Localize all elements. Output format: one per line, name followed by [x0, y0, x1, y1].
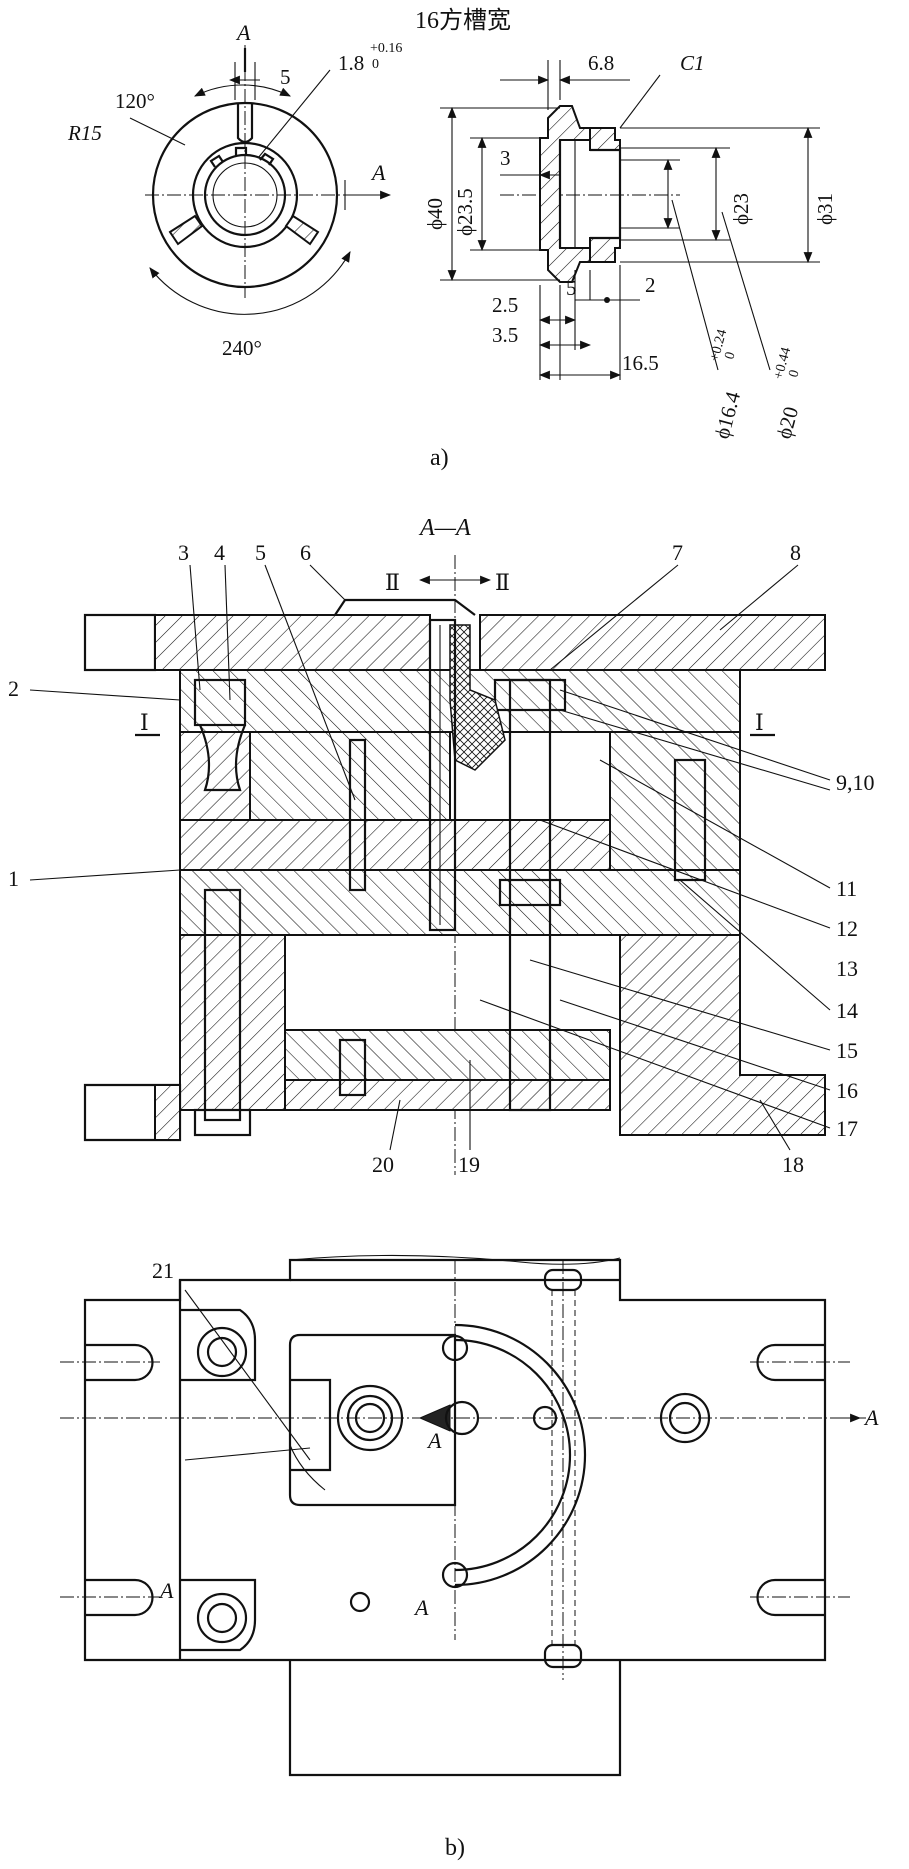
dim-phi40: ϕ40	[423, 198, 447, 230]
dim-phi31: ϕ31	[813, 193, 837, 225]
dim-phi20: ϕ20	[772, 404, 803, 441]
radius-r15: R15	[67, 121, 102, 145]
part-leaders	[29, 564, 831, 1151]
part-3: 3	[178, 540, 189, 565]
section-mark-right: A	[370, 160, 386, 185]
part-14: 14	[836, 998, 858, 1023]
dim-16-5: 16.5	[622, 351, 659, 375]
part-5: 5	[255, 540, 266, 565]
view-i-right: Ⅰ	[755, 710, 764, 735]
dim-phi23: ϕ23	[729, 193, 753, 225]
dim-phi16-4: ϕ16.4	[710, 388, 746, 441]
part-4: 4	[214, 540, 225, 565]
dim-3: 3	[500, 146, 511, 170]
caption-a: a)	[430, 445, 449, 471]
slot-tol-lower: 0	[372, 57, 379, 72]
dim-2-5: 2.5	[492, 293, 518, 317]
dim-2: 2	[645, 273, 656, 297]
fig-a-section-view: 6.8 C1 3 ϕ40 ϕ23.5 ϕ23 ϕ31 5 2 2.5 3.5 1…	[423, 51, 837, 441]
fig-b-plan-view: A A A A	[60, 1254, 879, 1777]
plan-mark-bottom: A	[413, 1595, 429, 1620]
part-8: 8	[790, 540, 801, 565]
fig-a-title: 16方槽宽	[415, 7, 511, 34]
section-mark-top: A	[235, 20, 251, 45]
width-5: 5	[280, 65, 291, 89]
part-1: 1	[8, 866, 19, 891]
part-7: 7	[672, 540, 683, 565]
phi20-tol-lower: 0	[786, 368, 802, 379]
fig-b-section: A—A Ⅱ Ⅱ Ⅰ Ⅰ	[83, 515, 826, 1175]
view-ii-left: Ⅱ	[385, 570, 400, 595]
slot-tol-upper: +0.16	[370, 41, 402, 56]
part-9-10: 9,10	[836, 770, 875, 795]
dim-5-lower: 5	[566, 276, 577, 300]
plan-mark-right: A	[863, 1405, 879, 1430]
dim-3-5: 3.5	[492, 323, 518, 347]
part-17: 17	[836, 1116, 858, 1141]
dim-c1: C1	[680, 51, 705, 75]
dim-phi23-5: ϕ23.5	[453, 188, 477, 236]
part-18: 18	[782, 1152, 804, 1177]
view-ii-right: Ⅱ	[495, 570, 510, 595]
slot-depth: 1.8	[338, 51, 364, 75]
part-15: 15	[836, 1038, 858, 1063]
part-19: 19	[458, 1152, 480, 1177]
caption-b: b)	[445, 1835, 465, 1861]
part-numbers: 2 1 3 4 5 6 7 8 9,10 11 12 13 14 15 16 1…	[8, 540, 875, 1283]
fig-a-front-view: 16方槽宽 A A 120° 240° R15 5 1.8 +0.16 0	[67, 7, 511, 360]
part-21: 21	[152, 1258, 174, 1283]
dim-6-8: 6.8	[588, 51, 614, 75]
part-12: 12	[836, 916, 858, 941]
plan-mark-left: A	[158, 1578, 174, 1603]
part-6: 6	[300, 540, 311, 565]
part-2: 2	[8, 676, 19, 701]
angle-120: 120°	[115, 89, 155, 113]
part-20: 20	[372, 1152, 394, 1177]
part-13: 13	[836, 956, 858, 981]
view-i-left: Ⅰ	[140, 710, 149, 735]
part-11: 11	[836, 876, 857, 901]
part-16: 16	[836, 1078, 858, 1103]
section-title: A—A	[418, 515, 471, 541]
phi16-4-tol-lower: 0	[722, 350, 738, 361]
angle-240: 240°	[222, 336, 262, 360]
plan-mark-center: A	[426, 1428, 442, 1453]
